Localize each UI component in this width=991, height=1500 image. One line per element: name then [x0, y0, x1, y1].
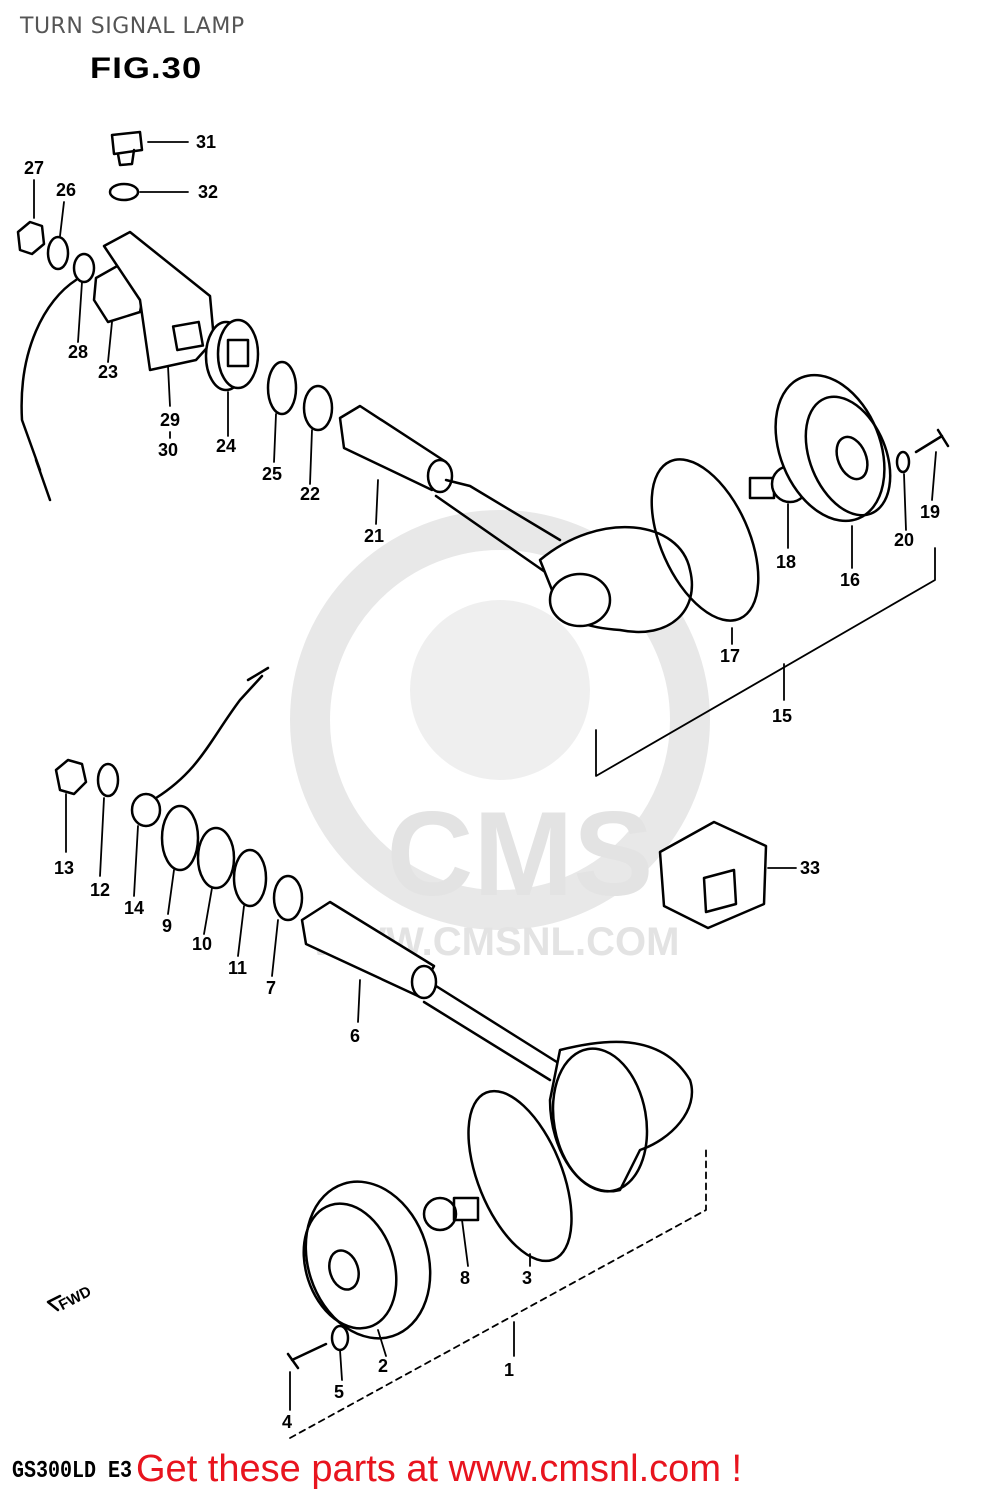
cushion-24 [204, 318, 260, 392]
lens-16 [774, 373, 892, 523]
tube-6 [300, 900, 438, 1000]
model-code: GS300LD E3 [12, 1457, 133, 1486]
part-label-20: 20 [894, 530, 914, 550]
part-label-30: 30 [158, 440, 178, 460]
oring-3 [467, 1089, 573, 1263]
watermark-brand: CMS [387, 787, 654, 921]
part-label-8: 8 [460, 1268, 470, 1288]
bracket-slot [171, 320, 205, 352]
part-label-6: 6 [350, 1026, 360, 1046]
part-label-9: 9 [162, 916, 172, 936]
part-label-14: 14 [124, 898, 144, 918]
part-label-23: 23 [98, 362, 118, 382]
part-label-18: 18 [776, 552, 796, 572]
housing-lower [422, 984, 694, 1193]
part-label-17: 17 [720, 646, 740, 666]
oring-17 [650, 458, 760, 622]
part-label-25: 25 [262, 464, 282, 484]
lockwasher-7 [272, 874, 304, 922]
spacer-9 [160, 804, 200, 872]
part-label-27: 27 [24, 158, 44, 178]
lens-2 [302, 1180, 432, 1340]
part-label-1: 1 [504, 1360, 514, 1380]
lower-leaders [65, 793, 797, 1439]
part-label-16: 16 [840, 570, 860, 590]
washer-20 [895, 450, 911, 474]
part-label-21: 21 [364, 526, 384, 546]
part-label-31: 31 [196, 132, 216, 152]
washer-5 [330, 1324, 350, 1352]
part-label-22: 22 [300, 484, 320, 504]
part-label-33: 33 [800, 858, 820, 878]
bulb-8 [422, 1196, 480, 1232]
wire-14 [130, 666, 270, 828]
part-label-11: 11 [228, 958, 247, 978]
part-label-13: 13 [54, 858, 74, 878]
part-label-15: 15 [772, 706, 792, 726]
nut-27 [16, 220, 46, 256]
part-label-10: 10 [192, 934, 212, 954]
part-label-5: 5 [334, 1382, 344, 1402]
washer-11 [232, 848, 268, 908]
screw-4 [286, 1342, 328, 1370]
part-label-24: 24 [216, 436, 236, 456]
part-label-29: 29 [160, 410, 180, 430]
part-label-26: 26 [56, 180, 76, 200]
bracket-29 [102, 230, 216, 372]
relay-33 [658, 820, 768, 930]
part-label-32: 32 [198, 182, 218, 202]
washer-25 [266, 360, 298, 416]
wire-28 [20, 252, 96, 502]
upper-leaders [33, 141, 937, 777]
bolt-31 [110, 130, 144, 167]
part-label-7: 7 [266, 978, 276, 998]
cushion-10 [196, 826, 236, 890]
fwd-arrow-icon [46, 1294, 62, 1312]
part-label-2: 2 [378, 1356, 388, 1376]
parts-link-text[interactable]: Get these parts at www.cmsnl.com ! [136, 1448, 743, 1490]
tube-21 [338, 404, 454, 494]
figure-number: FIG.30 [90, 52, 203, 85]
washer-32 [108, 182, 140, 202]
washer-12 [96, 762, 120, 798]
page-title: TURN SIGNAL LAMP [20, 14, 245, 39]
part-label-4: 4 [282, 1412, 292, 1432]
nut-13 [54, 758, 88, 796]
washer-26 [46, 235, 70, 271]
part-label-3: 3 [522, 1268, 532, 1288]
part-label-19: 19 [920, 502, 940, 522]
part-label-28: 28 [68, 342, 88, 362]
housing-upper [434, 478, 694, 634]
lockwasher-22 [302, 384, 334, 432]
part-label-12: 12 [90, 880, 110, 900]
screw-19 [914, 428, 950, 454]
